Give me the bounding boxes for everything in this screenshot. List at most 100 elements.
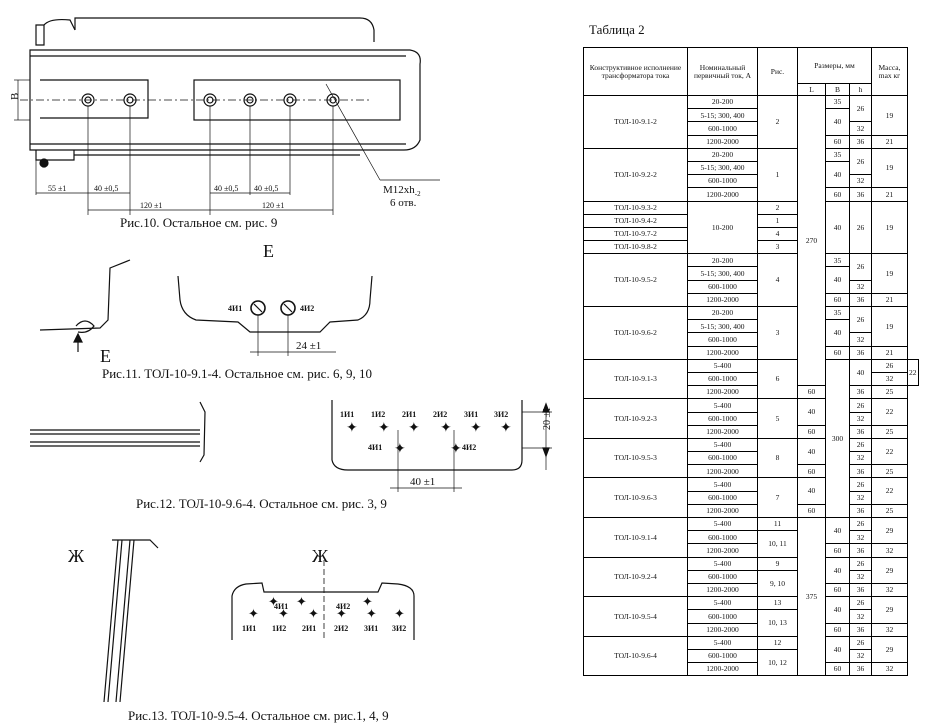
h-cell: 36 [849,543,872,558]
fig-cell: 8 [757,437,798,479]
b-cell: 60 [825,134,850,149]
table-row: 1200-2000 60 36 21 [584,187,919,202]
mass-cell: 29 [871,556,908,584]
terminal-1i1: 1И1 [340,410,354,419]
design-cell: ТОЛ-10-9.6-3 [583,477,688,518]
svg-text:✦: ✦ [268,594,279,609]
fig-cell: 10, 11 [757,530,798,558]
b-cell: 60 [825,582,850,598]
svg-text:✦: ✦ [346,421,358,436]
terminal-3i1: 3И1 [464,410,478,419]
current-cell: 1200-2000 [687,503,758,519]
b-cell: 40 [825,516,850,545]
h-cell: 36 [849,292,872,308]
svg-text:✦: ✦ [366,606,377,621]
table-row: ТОЛ-10-9.1-4 5-400 11 375 40 26 29 [583,516,919,677]
dim-40: 40 ±1 [410,476,435,488]
col-header-h: h [849,83,872,96]
design-cell: ТОЛ-10-9.8-2 [583,240,688,255]
design-cell: ТОЛ-10-9.7-2 [583,226,688,242]
l-cell: 300 [825,358,850,519]
col-header-b: В [825,83,850,96]
mass-cell: 19 [871,306,908,347]
fig12-terminal-marks: ✦✦✦ ✦✦✦ ✦✦ [346,421,512,457]
holes-label: 6 отв. [390,197,417,209]
fig-cell: 9 [757,556,798,571]
table-row: 5-15; 300, 400 40 [584,319,919,347]
l-cell: 375 [797,516,826,677]
mass-cell: 25 [871,424,908,439]
terminal-4i2: 4И2 [300,304,314,313]
col-header-dims: Размеры, мм [797,47,872,84]
fig13-terminal-marks: ✦✦✦ ✦✦✦ ✦✦✦ [248,594,405,621]
current-cell: 600-1000 [687,530,758,545]
mass-cell: 21 [871,134,908,149]
h-cell: 36 [849,345,872,360]
table-caption: Таблица 2 [589,22,645,37]
current-cell: 600-1000 [687,279,758,294]
table-row: 600-1000 10, 12 32 [584,648,919,677]
h-cell: 32 [849,121,872,136]
current-cell: 600-1000 [687,174,758,189]
current-cell: 10-200 [687,200,758,255]
table-row: 600-1000 10, 11 32 [584,530,919,558]
svg-text:✦: ✦ [336,606,347,621]
design-cell: ТОЛ-10-9.1-2 [583,95,688,149]
mass-cell: 19 [871,200,908,255]
fig-cell: 2 [757,95,798,149]
b-cell: 40 [825,108,850,136]
col-header-design: Конструктивное исполнение трансформатора… [583,47,688,96]
current-cell: 1200-2000 [687,134,758,149]
h-cell: 32 [849,609,872,624]
fig-cell: 10, 13 [757,609,798,637]
current-cell: 600-1000 [687,569,758,584]
fig-cell: 4 [757,253,798,307]
design-cell: ТОЛ-10-9.2-2 [583,147,688,202]
terminal-1i2: 1И2 [272,624,286,633]
mass-cell: 22 [871,398,908,426]
dim-120-b: 120 ±1 [262,201,284,210]
current-cell: 5-15; 300, 400 [687,160,758,176]
current-cell: 5-15; 300, 400 [687,266,758,281]
terminal-1i1: 1И1 [242,624,256,633]
b-cell: 60 [797,464,826,479]
h-cell: 36 [849,464,872,479]
mass-cell: 22 [871,437,908,466]
table-row: ТОЛ-10-9.6-3 5-400 7 40 26 22 [583,477,919,518]
svg-text:✦: ✦ [408,421,420,436]
table-row: 1200-2000 60 36 32 [584,622,919,637]
current-cell: 600-1000 [687,371,758,387]
terminal-3i2: 3И2 [494,410,508,419]
current-cell: 1200-2000 [687,187,758,202]
b-cell: 40 [797,437,826,466]
terminal-4i2: 4И2 [462,443,476,452]
table-row: 1200-2000 60 36 32 [584,662,919,677]
h-cell: 36 [849,503,872,519]
current-cell: 600-1000 [687,648,758,664]
thread-label: М12xh-2 [383,184,421,198]
dim-40-b: 40 ±0,5 [214,184,238,193]
b-cell: 35 [825,147,850,162]
current-cell: 20-200 [687,94,758,110]
table-row: 600-1000 9, 10 32 [584,569,919,598]
svg-text:✦: ✦ [440,421,452,436]
svg-text:✦: ✦ [278,606,289,621]
mass-cell: 19 [871,95,908,136]
b-cell: 60 [825,345,850,360]
design-cell: ТОЛ-10-9.2-3 [583,398,688,439]
col-header-mass: Масса, max кг [871,47,908,96]
b-cell: 40 [825,556,850,584]
h-cell: 32 [849,648,872,664]
current-cell: 1200-2000 [687,292,758,308]
b-cell: 60 [797,503,826,519]
current-cell: 1200-2000 [687,662,758,677]
table-row: 600-1000 32 [584,490,919,505]
fig-cell: 11 [757,516,798,532]
fig11-caption: Рис.11. ТОЛ-10-9.1-4. Остальное см. рис.… [102,366,372,381]
fig-cell: 1 [757,213,798,228]
terminal-1i2: 1И2 [371,410,385,419]
fig-cell: 2 [757,200,798,215]
table-row: 1200-2000 60 36 32 [584,582,919,598]
mass-cell: 25 [871,464,908,479]
svg-text:✦: ✦ [470,421,482,436]
